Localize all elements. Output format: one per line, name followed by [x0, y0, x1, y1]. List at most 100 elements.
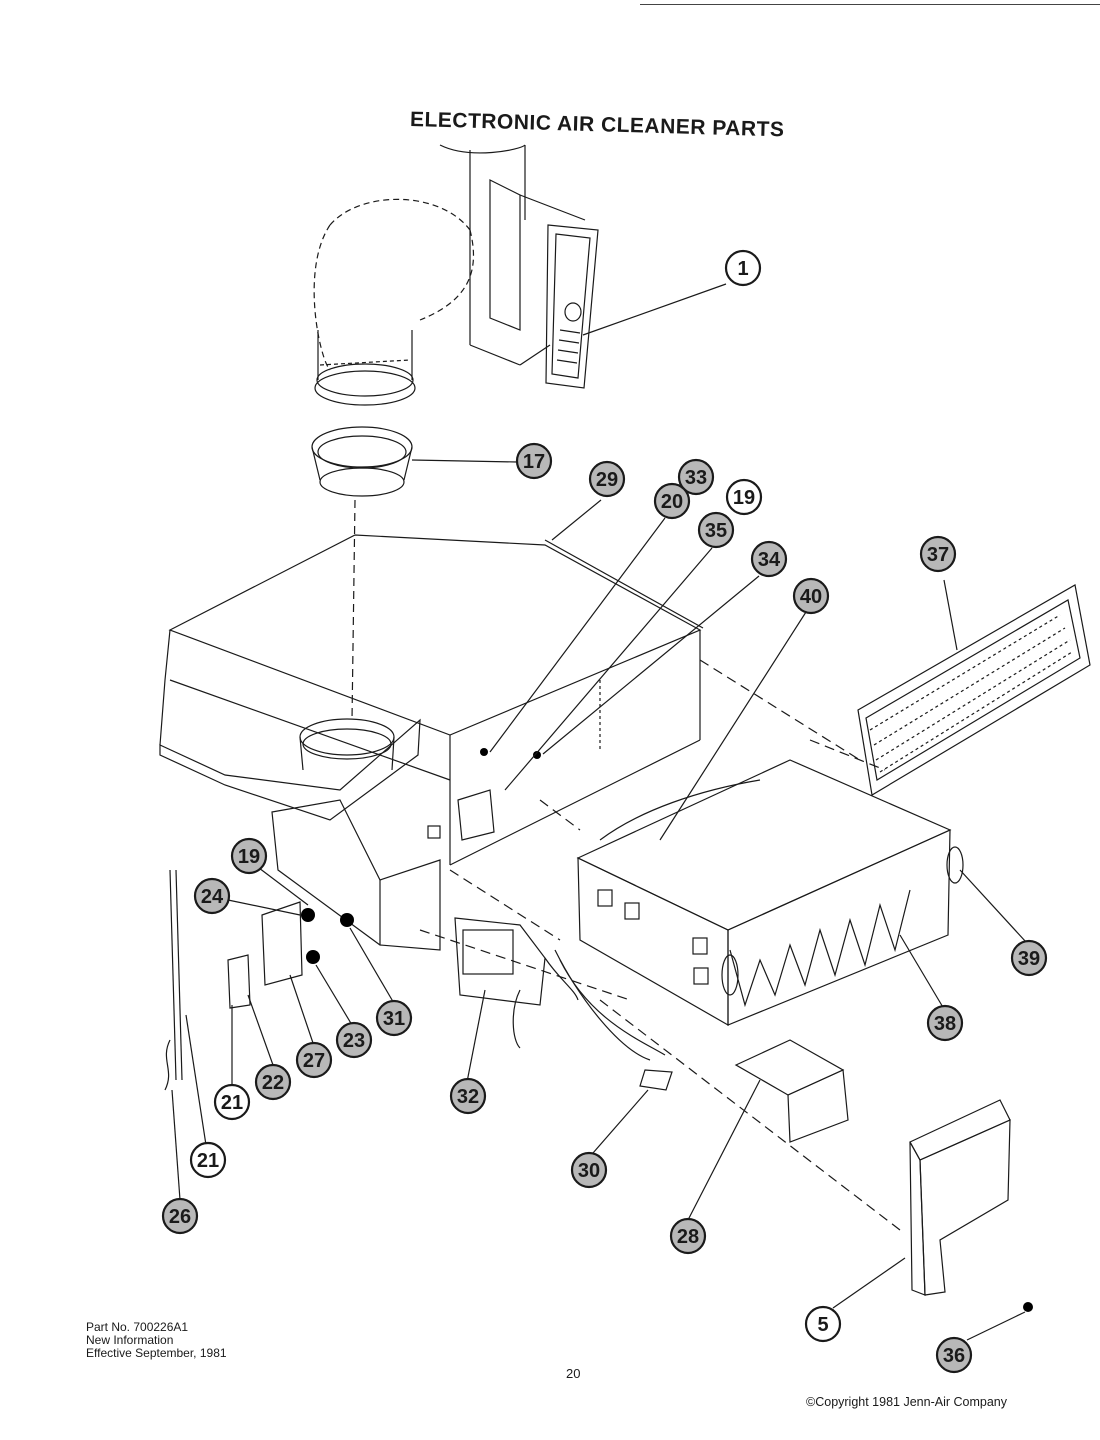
callout-label: 21	[221, 1092, 243, 1114]
part-number: Part No. 700226A1	[86, 1320, 189, 1334]
callout-label: 35	[705, 520, 727, 542]
callout-31: 31	[375, 999, 413, 1037]
hood-housing	[159, 534, 704, 951]
callout-34: 34	[750, 540, 788, 578]
callout-leader-lines	[171, 283, 1027, 1341]
callout-label: 33	[685, 467, 707, 489]
callout-circle	[935, 1336, 973, 1374]
callout-circle	[669, 1217, 707, 1255]
callout-circle	[189, 1141, 227, 1179]
new-information: New Information	[86, 1333, 174, 1347]
page-number: 20	[566, 1366, 581, 1381]
callout-circle	[570, 1151, 608, 1189]
callout-circle	[161, 1197, 199, 1235]
callout-circle	[750, 540, 788, 578]
side-frame	[909, 1099, 1011, 1296]
callout-label: 26	[169, 1206, 191, 1228]
duct-assembly	[313, 144, 586, 406]
callout-circle	[697, 511, 735, 549]
callout-circle	[1010, 939, 1048, 977]
callout-circle	[724, 249, 762, 287]
callout-1: 1	[724, 249, 762, 287]
callout-label: 24	[201, 886, 224, 908]
callout-21: 21	[213, 1083, 251, 1121]
callout-30: 30	[570, 1151, 608, 1189]
callout-circle	[919, 535, 957, 573]
callout-33: 33	[677, 458, 715, 496]
callout-17: 17	[515, 442, 553, 480]
diagram-linework	[159, 144, 1091, 1341]
callout-label: 39	[1018, 948, 1040, 970]
callout-circle	[449, 1077, 487, 1115]
callout-19: 19	[230, 837, 268, 875]
callout-23: 23	[335, 1021, 373, 1059]
callout-40: 40	[792, 577, 830, 615]
callout-circle	[804, 1305, 842, 1343]
callout-label: 23	[343, 1030, 365, 1052]
callout-circle	[295, 1041, 333, 1079]
callout-label: 19	[238, 846, 260, 868]
callout-26: 26	[161, 1197, 199, 1235]
callout-circle	[230, 837, 268, 875]
callout-circle	[213, 1083, 251, 1121]
plug	[639, 1069, 673, 1091]
cover-plate	[734, 1039, 849, 1143]
callout-label: 31	[383, 1008, 405, 1030]
callout-36: 36	[935, 1336, 973, 1374]
callout-label: 1	[737, 258, 748, 280]
callout-label: 21	[197, 1150, 219, 1172]
callout-28: 28	[669, 1217, 707, 1255]
control-panel-cover	[545, 224, 599, 389]
exploded-alignment-lines	[419, 659, 901, 1231]
callout-label: 38	[934, 1013, 956, 1035]
callout-22: 22	[254, 1063, 292, 1101]
callout-label: 29	[596, 469, 618, 491]
callout-21: 21	[189, 1141, 227, 1179]
top-edge-rule	[640, 4, 1100, 5]
callout-circle	[677, 458, 715, 496]
callout-38: 38	[926, 1004, 964, 1042]
callout-circle	[725, 478, 763, 516]
callout-circle	[792, 577, 830, 615]
mesh-filter	[857, 584, 1091, 796]
small-hardware	[164, 869, 1033, 1312]
callout-label: 30	[578, 1160, 600, 1182]
callout-label: 5	[817, 1314, 828, 1336]
callout-circle	[653, 482, 691, 520]
callout-label: 17	[523, 451, 545, 473]
callout-label: 32	[457, 1086, 479, 1108]
callout-label: 34	[758, 549, 781, 571]
power-cell-unit	[576, 759, 964, 1027]
callout-circle	[193, 877, 231, 915]
callout-circle	[515, 442, 553, 480]
callout-circle	[588, 460, 626, 498]
callout-label: 28	[677, 1226, 699, 1248]
callout-label: 37	[927, 544, 949, 566]
callout-label: 40	[800, 586, 822, 608]
callout-circle	[335, 1021, 373, 1059]
footer-part-info: Part No. 700226A1 New Information Effect…	[86, 1321, 227, 1360]
callout-29: 29	[588, 460, 626, 498]
callout-circle	[254, 1063, 292, 1101]
callout-35: 35	[697, 511, 735, 549]
callout-label: 27	[303, 1050, 325, 1072]
callout-label: 20	[661, 491, 683, 513]
callout-circle	[375, 999, 413, 1037]
callout-24: 24	[193, 877, 231, 915]
callout-19: 19	[725, 478, 763, 516]
callout-label: 22	[262, 1072, 284, 1094]
power-supply	[454, 917, 666, 1061]
callout-5: 5	[804, 1305, 842, 1343]
effective-date: Effective September, 1981	[86, 1346, 227, 1360]
copyright-notice: ©Copyright 1981 Jenn-Air Company	[806, 1395, 1007, 1409]
callout-circle	[926, 1004, 964, 1042]
callout-label: 19	[733, 487, 755, 509]
callout-label: 36	[943, 1345, 965, 1367]
callout-37: 37	[919, 535, 957, 573]
collar-ring	[311, 426, 413, 721]
callout-27: 27	[295, 1041, 333, 1079]
callout-20: 20	[653, 482, 691, 520]
callout-32: 32	[449, 1077, 487, 1115]
